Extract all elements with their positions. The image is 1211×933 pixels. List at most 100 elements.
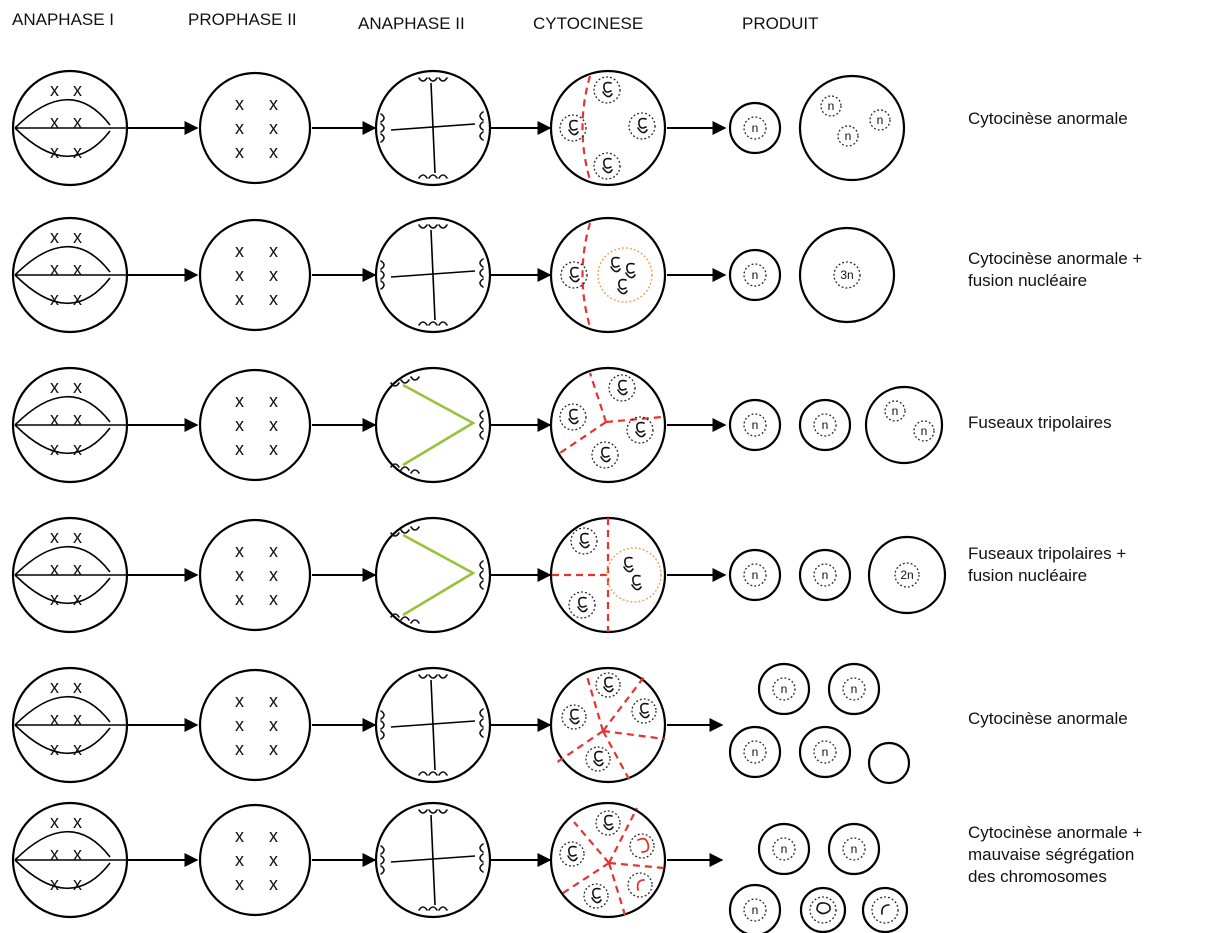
chromosome-x: x: [235, 565, 244, 585]
ploidy-label: n: [781, 842, 788, 856]
row-5-line-1: Cytocinèse anormale: [968, 709, 1128, 728]
chromosome-curl: [617, 278, 628, 295]
chromosome-x: x: [269, 289, 278, 309]
chromatid-group: [418, 77, 448, 82]
cleavage-furrow: [588, 372, 608, 423]
cleavage-furrow: [559, 862, 610, 896]
ploidy-label: n: [892, 404, 899, 418]
chromosome-x: x: [50, 739, 59, 759]
chromosome-x: x: [50, 559, 59, 579]
chromosome-curl: [610, 256, 621, 273]
nucleus: [820, 95, 842, 117]
chromosome-x: x: [50, 142, 59, 162]
missegregated-chromosome: [637, 837, 650, 853]
chromosome-x: x: [50, 439, 59, 459]
cleavage-furrow: [602, 729, 666, 741]
product-cell: [798, 725, 852, 779]
chromosome-x: x: [50, 289, 59, 309]
product-cell: [827, 662, 881, 716]
chromosome-x: x: [73, 409, 82, 429]
chromosome-x: x: [73, 112, 82, 132]
spindle-line: [430, 229, 436, 321]
chromosome-curl: [593, 750, 604, 767]
nucleus: [627, 872, 653, 898]
chromatid-group: [380, 260, 385, 290]
product-cell: [864, 385, 944, 465]
cell-cytocinese: [549, 801, 667, 919]
product-cell: [728, 883, 782, 933]
nucleus: [813, 413, 837, 437]
row-label-1: Cytocinèse anormale: [968, 108, 1128, 130]
nucleus: [591, 441, 619, 469]
nucleus: [743, 740, 767, 764]
spindle-line: [14, 245, 111, 276]
nucleus: [894, 562, 920, 588]
nucleus: [568, 591, 596, 619]
chromatid-group: [479, 410, 484, 440]
chromosome-x: x: [50, 80, 59, 100]
ploidy-label: n: [822, 418, 829, 432]
nucleus: [772, 837, 796, 861]
chromatid-group: [418, 224, 448, 229]
row-label-3: Fuseaux tripolaires: [968, 412, 1112, 434]
chromatid-group: [479, 258, 484, 288]
chromatid-group: [380, 710, 385, 740]
nucleus: [631, 698, 657, 724]
chromosome-curl: [617, 379, 628, 396]
chromosome-x: x: [50, 677, 59, 697]
chromosome-x: x: [235, 691, 244, 711]
chromosome-x: x: [73, 844, 82, 864]
product-cell: [728, 248, 782, 302]
row-1-line-1: Cytocinèse anormale: [968, 109, 1128, 128]
chromosome-curl: [625, 262, 636, 279]
chromosome-x: x: [235, 826, 244, 846]
chromosome-x: x: [269, 739, 278, 759]
product-cell: [867, 741, 911, 785]
nucleus: [743, 563, 767, 587]
chromosome-x: x: [235, 118, 244, 138]
product-cell: [861, 886, 909, 933]
chromosome-x: x: [269, 691, 278, 711]
cell-cytocinese: [549, 666, 667, 784]
chromosome-curl: [635, 421, 646, 438]
chromatid-group: [380, 845, 385, 875]
product-cell: [799, 886, 847, 933]
fused-nucleus: [597, 247, 653, 303]
chromosome-x: x: [73, 559, 82, 579]
tripolar-spindle: [402, 533, 476, 617]
nucleus: [743, 898, 767, 922]
product-cell: [867, 535, 947, 615]
row-2-line-1: Cytocinèse anormale +: [968, 249, 1143, 268]
nucleus: [626, 416, 654, 444]
chromosome-x: x: [73, 874, 82, 894]
spindle-line: [14, 695, 111, 726]
cleavage-furrow: [584, 672, 605, 732]
nucleus: [608, 374, 636, 402]
chromosome-curl: [639, 702, 650, 719]
chromosome-x: x: [50, 812, 59, 832]
nucleus: [813, 740, 837, 764]
spindle-line: [430, 82, 436, 174]
chromosome-x: x: [269, 241, 278, 261]
chromosome-curl: [568, 119, 579, 136]
chromosome-curl: [577, 596, 588, 613]
ploidy-label: n: [752, 268, 759, 282]
nucleus: [913, 420, 935, 442]
product-cell: [757, 662, 811, 716]
chromosome-x: x: [73, 259, 82, 279]
chromatid-group: [418, 809, 448, 814]
chromosome-x: x: [50, 377, 59, 397]
chromatid-group: [418, 321, 448, 326]
row-6-line-1: Cytocinèse anormale +: [968, 823, 1143, 842]
chromosome-x: x: [269, 565, 278, 585]
chromosome-curl: [603, 814, 614, 831]
chromosome-x: x: [269, 715, 278, 735]
nucleus: [593, 76, 621, 104]
spindle-line: [14, 274, 111, 305]
chromosome-x: x: [235, 94, 244, 114]
chromosome-curl: [816, 902, 831, 915]
ploidy-label: n: [851, 842, 858, 856]
ploidy-label: n: [877, 113, 884, 127]
header-produit: PRODUIT: [742, 14, 819, 33]
nucleus: [871, 896, 899, 924]
